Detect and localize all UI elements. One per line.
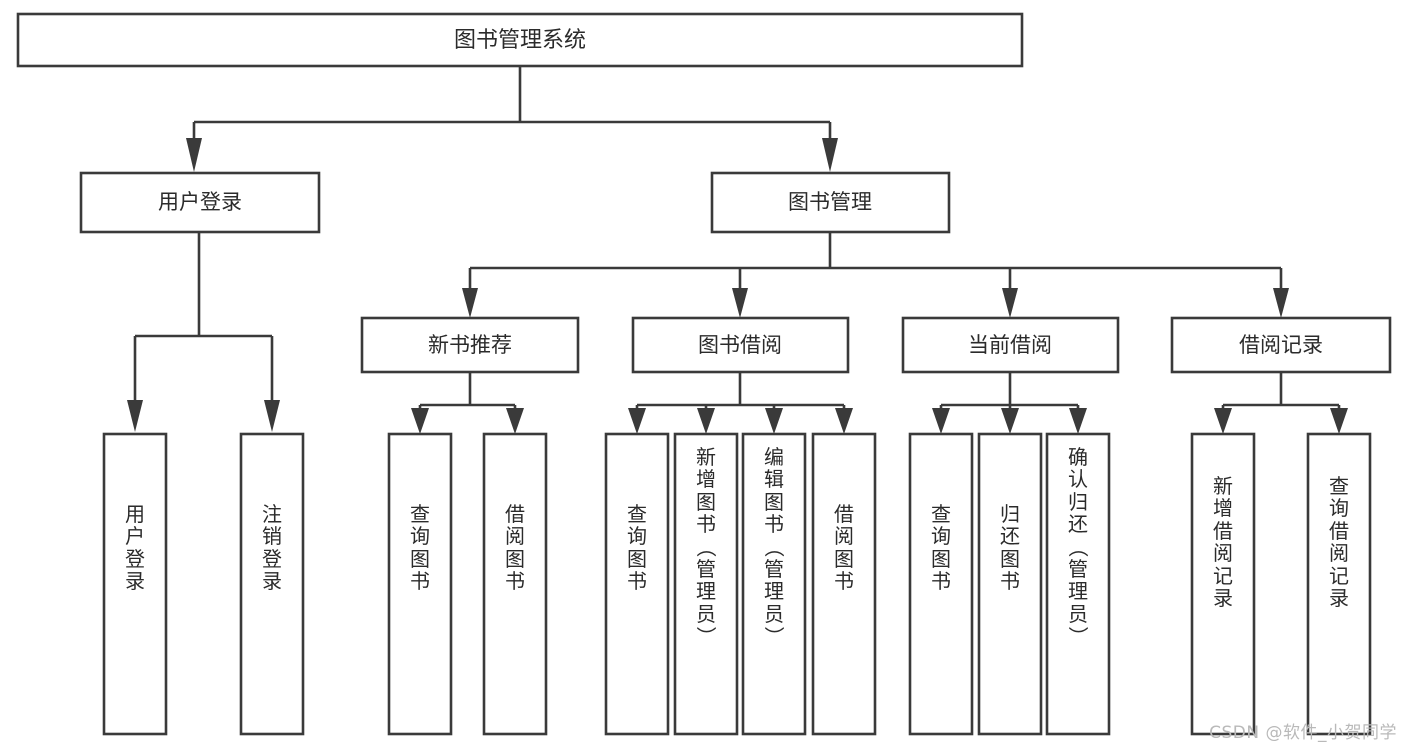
node-leaf-query-record-box[interactable] <box>1306 432 1372 736</box>
csdn-watermark: CSDN @软件_小贺同学 <box>1209 723 1397 743</box>
node-user-login-box[interactable] <box>79 171 321 234</box>
node-leaf-add-book-box[interactable] <box>673 432 739 736</box>
node-book-borrow-label: 图书借阅 <box>698 333 782 357</box>
node-leaf-borrow-book-2-box[interactable] <box>811 432 877 736</box>
arrow-head-leaf-borrow-book-2 <box>835 408 853 434</box>
node-new-book-recommend-label: 新书推荐 <box>428 333 512 357</box>
node-borrow-record-label: 借阅记录 <box>1239 333 1323 357</box>
arrow-head-leaf-add-book <box>697 408 715 434</box>
arrow-head-leaf-query-book-3 <box>932 408 950 434</box>
node-book-management-label: 图书管理 <box>788 190 872 214</box>
arrow-head-leaf-logout <box>264 400 280 432</box>
arrow-head-current-borrow <box>1002 288 1018 318</box>
node-book-management-box[interactable] <box>710 171 951 234</box>
arrow-head-leaf-return-book <box>1001 408 1019 434</box>
arrow-head-leaf-borrow-book-1 <box>506 408 524 434</box>
arrow-head-leaf-edit-book <box>765 408 783 434</box>
node-borrow-record-box[interactable] <box>1170 316 1392 374</box>
arrow-head-leaf-query-record <box>1330 408 1348 434</box>
arrow-head-user-login <box>186 138 202 172</box>
node-borrow-record[interactable]: 借阅记录 <box>1170 316 1392 374</box>
node-user-login[interactable]: 用户登录 <box>79 171 321 234</box>
connector-layer <box>127 66 1348 434</box>
node-leaf-query-book-2-box[interactable] <box>604 432 670 736</box>
node-leaf-edit-book-box[interactable] <box>741 432 807 736</box>
node-leaf-query-book-1-box[interactable] <box>387 432 453 736</box>
node-book-management[interactable]: 图书管理 <box>710 171 951 234</box>
arrow-head-borrow-record <box>1273 288 1289 318</box>
arrow-head-leaf-query-book-2 <box>628 408 646 434</box>
node-leaf-return-book-box[interactable] <box>977 432 1043 736</box>
node-leaf-logout-box[interactable] <box>239 432 305 736</box>
node-current-borrow[interactable]: 当前借阅 <box>901 316 1120 374</box>
node-root[interactable]: 图书管理系统 <box>16 12 1024 68</box>
node-current-borrow-label: 当前借阅 <box>968 333 1052 357</box>
node-leaf-user-login-box[interactable] <box>102 432 168 736</box>
node-root-box[interactable] <box>16 12 1024 68</box>
arrow-head-leaf-user-login <box>127 400 143 432</box>
arrow-head-new-book-recommend <box>462 288 478 318</box>
node-leaf-confirm-return-box[interactable] <box>1045 432 1111 736</box>
node-current-borrow-box[interactable] <box>901 316 1120 374</box>
node-book-borrow[interactable]: 图书借阅 <box>631 316 850 374</box>
node-new-book-recommend-box[interactable] <box>360 316 580 374</box>
arrow-head-leaf-confirm-return <box>1069 408 1087 434</box>
node-leaf-borrow-book-1-box[interactable] <box>482 432 548 736</box>
node-book-borrow-box[interactable] <box>631 316 850 374</box>
leaf-box-layer <box>102 432 1372 736</box>
node-leaf-add-record-box[interactable] <box>1190 432 1256 736</box>
arrow-head-leaf-add-record <box>1214 408 1232 434</box>
node-root-label: 图书管理系统 <box>454 28 586 53</box>
arrow-head-book-management <box>822 138 838 172</box>
arrow-head-leaf-query-book-1 <box>411 408 429 434</box>
node-new-book-recommend[interactable]: 新书推荐 <box>360 316 580 374</box>
arrow-head-book-borrow <box>732 288 748 318</box>
node-leaf-query-book-3-box[interactable] <box>908 432 974 736</box>
node-user-login-label: 用户登录 <box>158 190 242 214</box>
